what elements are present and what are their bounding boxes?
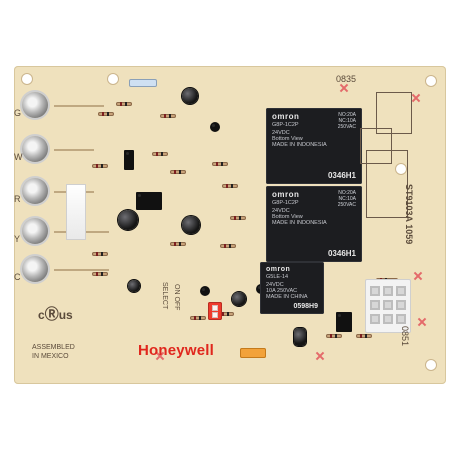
connector-socket xyxy=(396,286,406,296)
select-label: SELECT xyxy=(161,282,168,310)
capacitor-small xyxy=(128,280,140,292)
red-marker xyxy=(418,318,426,326)
connector-socket xyxy=(383,286,393,296)
terminal-label-r: R xyxy=(14,194,21,204)
capacitor-br xyxy=(294,328,306,346)
relay-brand: omron xyxy=(272,112,300,121)
relay-brand: omron xyxy=(266,266,291,273)
ic-chip-small xyxy=(124,150,134,170)
molex-connector xyxy=(366,280,410,332)
resistor xyxy=(160,114,176,118)
connector-socket xyxy=(370,300,380,310)
red-marker xyxy=(316,352,324,360)
relay-3: omron G5LE-14 24VDC 10A 250VAC MADE IN C… xyxy=(260,262,324,314)
capacitor-mid xyxy=(182,216,200,234)
resistor xyxy=(218,312,234,316)
on-off-label: ON OFF xyxy=(173,284,180,311)
relay-model: G8P-1C2P xyxy=(272,122,299,128)
terminal-g[interactable] xyxy=(22,92,48,118)
relay-code: 0346H1 xyxy=(327,249,356,258)
mounting-hole xyxy=(426,360,436,370)
relay-brand: omron xyxy=(272,190,300,199)
code-right: 0851 xyxy=(400,326,410,347)
power-component xyxy=(66,184,86,240)
ic-chip xyxy=(136,192,162,210)
relay-2: omron G8P-1C2P 24VDC Bottom View MADE IN… xyxy=(266,186,362,262)
red-marker xyxy=(412,94,420,102)
relay-rating: NO:20A NC:10A 250VAC xyxy=(337,190,356,208)
ul-mark: cⓇus xyxy=(38,306,73,322)
terminal-r[interactable] xyxy=(22,178,48,204)
connector-socket xyxy=(396,300,406,310)
relay-rating: NO:20A NC:10A 250VAC xyxy=(337,112,356,130)
dip-switch-toggle[interactable] xyxy=(212,312,218,318)
resistor xyxy=(212,162,228,166)
connector-socket xyxy=(370,286,380,296)
transistor xyxy=(200,286,210,296)
test-component xyxy=(130,80,156,86)
jumper-header xyxy=(336,312,352,332)
pcb-trace xyxy=(54,149,94,151)
resistor xyxy=(220,244,236,248)
part-number: ST9103A 1059 xyxy=(404,184,414,245)
silkscreen-box xyxy=(376,92,412,134)
mounting-hole xyxy=(396,164,406,174)
resistor xyxy=(190,316,206,320)
terminal-c[interactable] xyxy=(22,256,48,282)
capacitor-bottom xyxy=(232,292,246,306)
transistor xyxy=(210,122,220,132)
resistor xyxy=(326,334,342,338)
terminal-w[interactable] xyxy=(22,136,48,162)
relay-spec: 24VDC 10A 250VAC MADE IN CHINA xyxy=(266,282,308,300)
resistor xyxy=(92,252,108,256)
resistor xyxy=(170,242,186,246)
terminal-label-g: G xyxy=(14,108,22,118)
dip-switch-toggle[interactable] xyxy=(212,305,218,311)
pcb-trace xyxy=(54,269,109,271)
mounting-hole xyxy=(426,76,436,86)
resistor xyxy=(152,152,168,156)
silkscreen-box xyxy=(366,150,408,218)
honeywell-logo: Honeywell xyxy=(138,342,214,359)
terminal-label-c: C xyxy=(14,272,21,282)
resistor xyxy=(98,112,114,116)
relay-model: G5LE-14 xyxy=(266,274,289,280)
capacitor-top xyxy=(182,88,198,104)
dip-switch[interactable] xyxy=(208,302,222,320)
resistor xyxy=(170,170,186,174)
relay-model: G8P-1C2P xyxy=(272,200,299,206)
assembled-line-1: ASSEMBLED xyxy=(32,344,75,351)
fuse xyxy=(240,348,266,358)
red-marker xyxy=(340,84,348,92)
relay-1: omron G8P-1C2P 24VDC Bottom View MADE IN… xyxy=(266,108,362,184)
terminal-label-y: Y xyxy=(14,234,21,244)
relay-spec: 24VDC Bottom View MADE IN INDONESIA xyxy=(272,208,327,226)
pcb-trace xyxy=(54,105,104,107)
connector-socket xyxy=(383,314,393,324)
resistor xyxy=(92,272,108,276)
resistor xyxy=(116,102,132,106)
connector-socket xyxy=(370,314,380,324)
connector-socket xyxy=(383,300,393,310)
resistor xyxy=(222,184,238,188)
terminal-label-w: W xyxy=(14,152,23,162)
resistor xyxy=(92,164,108,168)
code-top: 0835 xyxy=(336,74,357,84)
terminal-y[interactable] xyxy=(22,218,48,244)
circuit-board: G W R Y C omron G8P-1C2P 24VDC Bottom xyxy=(14,66,446,384)
relay-code: 0598H9 xyxy=(293,303,318,310)
relay-spec: 24VDC Bottom View MADE IN INDONESIA xyxy=(272,130,327,148)
red-marker xyxy=(414,272,422,280)
mounting-hole xyxy=(22,74,32,84)
resistor xyxy=(356,334,372,338)
resistor xyxy=(230,216,246,220)
assembled-line-2: IN MEXICO xyxy=(32,353,69,360)
connector-socket xyxy=(396,314,406,324)
relay-code: 0346H1 xyxy=(327,171,356,180)
mounting-hole xyxy=(108,74,118,84)
capacitor-left xyxy=(118,210,138,230)
